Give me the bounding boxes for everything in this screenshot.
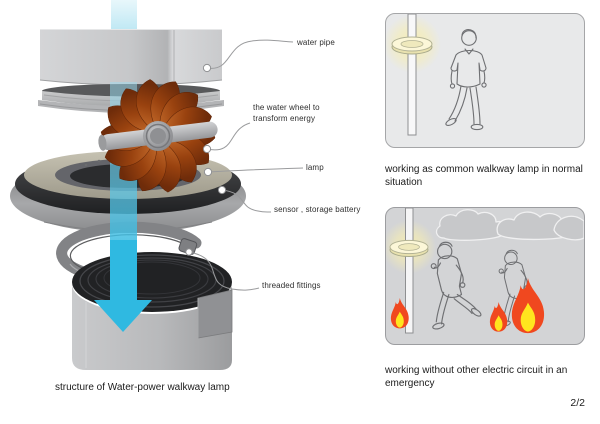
smoke-clouds [435,209,584,241]
scenario-panel-emergency [385,207,585,345]
lamp-post [405,208,414,334]
normal-scenario-caption: working as common walkway lamp in normal… [385,164,583,188]
label-threaded-fittings: threaded fittings [262,281,321,290]
page-number: 2/2 [570,397,585,409]
base-cylinder-part [72,252,233,370]
label-water-pipe: water pipe [297,38,335,47]
exploded-structure-illustration [10,0,304,370]
emergency-scenario-caption: working without other electric circuit i… [385,365,568,389]
fire-large [489,278,545,334]
water-stream-top [111,0,137,30]
label-lamp: lamp [306,163,324,172]
leader-dots [185,63,227,256]
ring-lamp [391,36,433,55]
structure-caption: structure of Water-power walkway lamp [55,382,230,393]
walking-person [445,29,487,131]
label-sensor-battery: sensor , storage battery [274,205,361,214]
water-pipe-part [39,29,223,86]
leader-lines [188,39,304,291]
ring-lamp [389,239,429,257]
label-water-wheel: the water wheel to transform energy [253,103,320,123]
turbine-water-wheel [98,76,218,196]
scenario-panel-normal [385,13,585,148]
running-person-1 [430,241,483,331]
emergency-scene-illustration [386,208,584,334]
lamp-post [407,14,417,136]
normal-scene-illustration [386,14,487,136]
